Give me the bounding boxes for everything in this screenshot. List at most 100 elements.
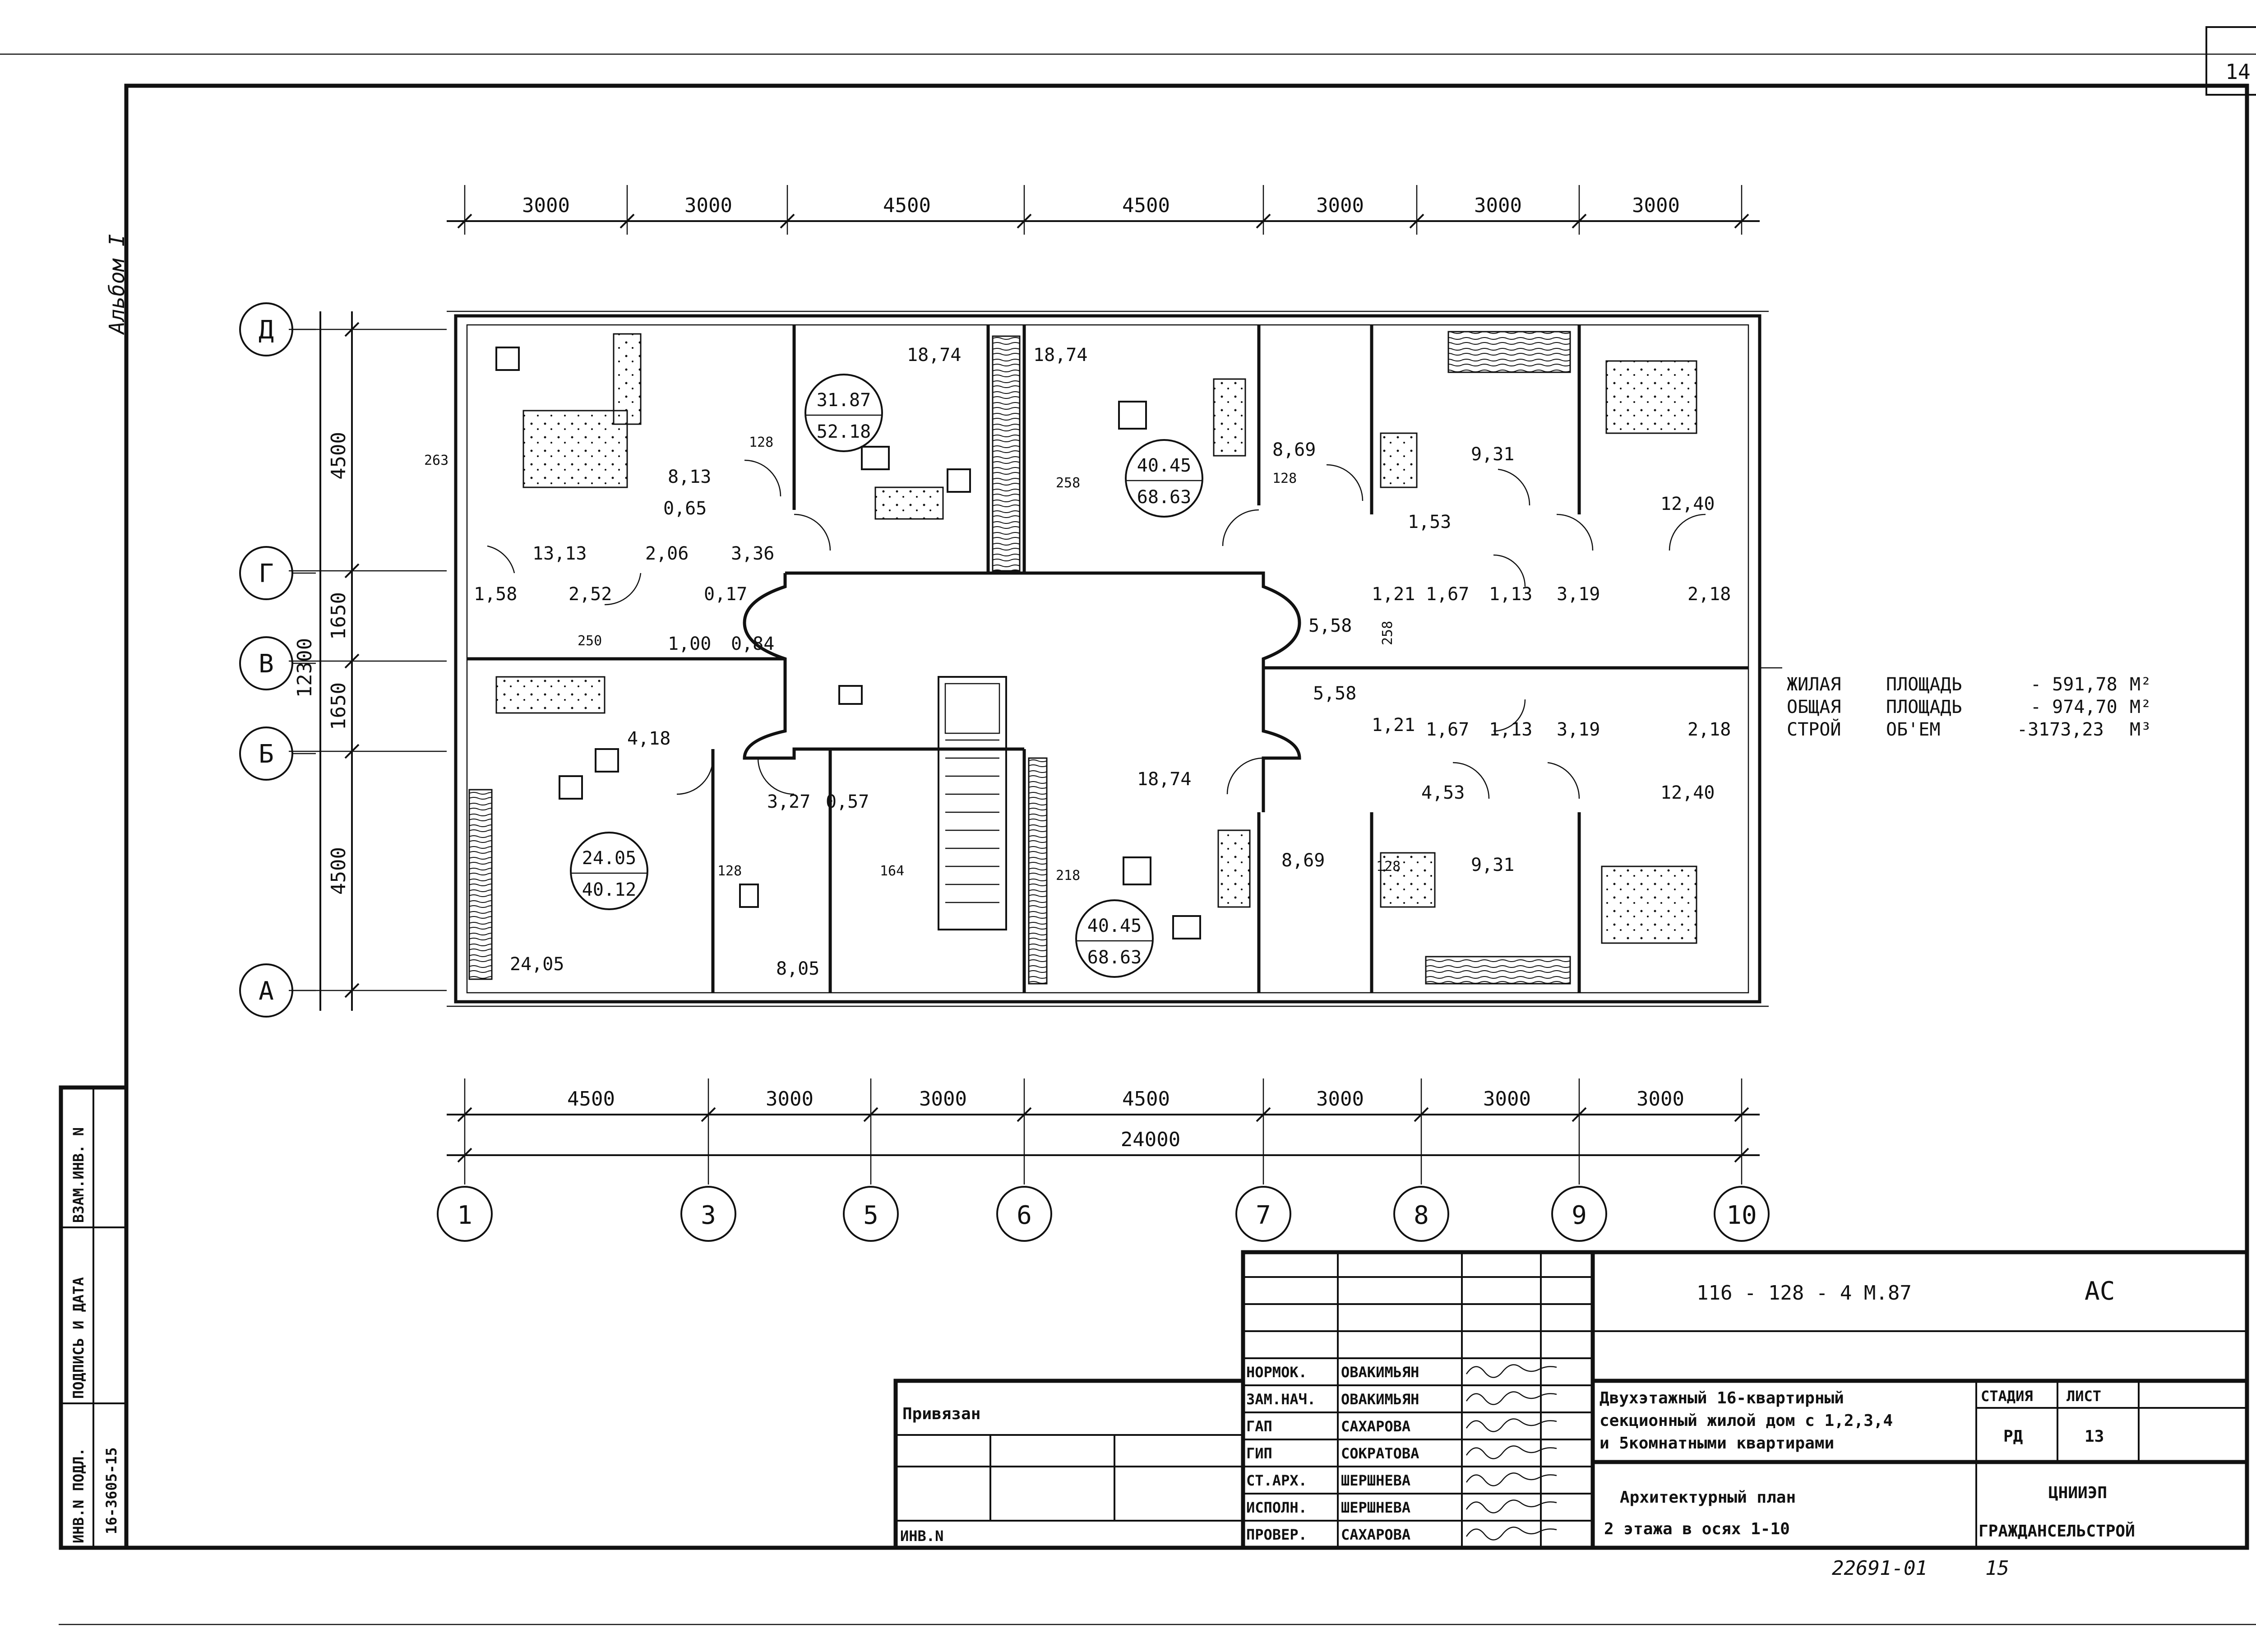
apartment-bubble: 40.45 68.63 — [1125, 439, 1203, 518]
signer-role: СТ.АРХ. — [1246, 1472, 1307, 1489]
room-area: 0,57 — [826, 791, 869, 812]
side-stamp: ИНВ.N ПОДЛ. ПОДПИСЬ И ДАТА ВЗАМ.ИНВ. N 1… — [59, 1085, 129, 1550]
apartment-total-area: 40.12 — [582, 879, 636, 900]
top-dim-3: 4500 — [883, 194, 931, 217]
side-stamp-inv-podl: ИНВ.N ПОДЛ. — [70, 1448, 87, 1543]
top-dim-7: 3000 — [1632, 194, 1680, 217]
sheet-frame — [0, 26, 2256, 1625]
apartment-living-area: 24.05 — [582, 848, 636, 869]
column-axis-bubble — [843, 1186, 899, 1242]
apartment-living-area: 31.87 — [817, 390, 871, 411]
signer-name: ШЕРШНЕВА — [1341, 1499, 1410, 1516]
room-area: 1,67 — [1426, 719, 1469, 740]
sheet-value: 13 — [2085, 1427, 2104, 1446]
room-area: 3,36 — [731, 543, 774, 564]
wall-thickness: 250 — [578, 633, 602, 649]
summary-unit: М³ — [2130, 719, 2151, 740]
left-dim-2: 1650 — [327, 592, 350, 640]
room-area: 2,18 — [1687, 584, 1731, 605]
signer-role: ПРОВЕР. — [1246, 1526, 1307, 1543]
room-area: 4,53 — [1421, 782, 1465, 803]
left-dim-4: 4500 — [327, 847, 350, 895]
dim-tick — [1572, 213, 1587, 229]
left-dim-3: 1650 — [327, 682, 350, 730]
column-axis-label: 10 — [1726, 1201, 1757, 1230]
dim-tick — [1256, 1107, 1271, 1122]
signature-scribble — [1465, 1445, 1557, 1459]
top-dim-1: 3000 — [522, 194, 570, 217]
top-dimension-labels: 3000 3000 4500 4500 3000 3000 3000 — [522, 194, 1680, 217]
left-dim-1: 4500 — [327, 432, 350, 480]
stair-landing — [944, 683, 1000, 734]
privyazan-label: Привязан — [902, 1405, 980, 1423]
room-area: 1,00 — [668, 634, 711, 654]
org-name-line-1: ЦНИИЭП — [2048, 1484, 2107, 1502]
room-area: 5,58 — [1313, 683, 1356, 704]
room-area: 5,58 — [1308, 615, 1352, 636]
bottom-dimension-labels: 4500 3000 3000 4500 3000 3000 3000 24000 — [567, 1087, 1684, 1151]
column-axis-bubble — [1551, 1186, 1607, 1242]
wall-thickness: 258 — [1380, 621, 1396, 645]
dim-tick — [457, 1148, 472, 1163]
room-area: 1,67 — [1426, 584, 1469, 605]
bottom-dim-2: 3000 — [766, 1087, 814, 1111]
dim-tick — [1017, 1107, 1032, 1122]
floor-plan — [447, 310, 1769, 1007]
top-dim-2: 3000 — [684, 194, 732, 217]
signature-scribble — [1465, 1499, 1557, 1513]
wall-thickness: 128 — [749, 435, 773, 450]
wall-thickness: 128 — [1272, 471, 1297, 486]
signer-role: ЗАМ.НАЧ. — [1246, 1391, 1316, 1408]
room-area-labels: 8,13 0,65 2,06 3,36 13,13 1,58 2,52 1,00… — [474, 345, 1731, 979]
column-axis-label: 1 — [457, 1201, 472, 1230]
column-axis-bubble — [680, 1186, 736, 1242]
row-axis-B: Б — [259, 740, 274, 769]
dim-tick — [457, 213, 472, 229]
bottom-dim-1: 4500 — [567, 1087, 615, 1111]
wall-thickness: 263 — [424, 453, 448, 468]
room-area: 1,13 — [1489, 719, 1532, 740]
drawing-code: 116 - 128 - 4 М.87 — [1697, 1282, 1912, 1305]
org-name-line-2: ГРАЖДАНСЕЛЬСТРОЙ — [1979, 1522, 2135, 1541]
side-stamp-code: 16-3605-15 — [103, 1447, 120, 1534]
row-axis-G: Г — [259, 559, 274, 588]
dim-tick — [780, 213, 795, 229]
signer-name: ШЕРШНЕВА — [1341, 1472, 1410, 1489]
signer-name: САХАРОВА — [1341, 1526, 1410, 1543]
room-area: 3,19 — [1557, 719, 1600, 740]
bottom-dim-4: 4500 — [1122, 1087, 1170, 1111]
project-title-line-3: и 5комнатными квартирами — [1600, 1434, 1834, 1453]
top-dimension-chain — [447, 185, 1760, 235]
column-axis-bubble — [1714, 1186, 1770, 1242]
room-area: 8,05 — [776, 958, 819, 979]
signer-role: ГИП — [1246, 1445, 1272, 1462]
left-dim-overall: 12300 — [293, 638, 316, 698]
summary-unit: М² — [2130, 697, 2151, 717]
wall-thickness: 128 — [1376, 859, 1401, 875]
column-axis-label: 7 — [1256, 1201, 1271, 1230]
wall-thickness: 258 — [1056, 475, 1080, 491]
bottom-page: 15 — [1985, 1557, 2009, 1580]
column-axis-bubble — [1393, 1186, 1449, 1242]
column-axis-label: 8 — [1414, 1201, 1429, 1230]
sheet-number: 14 — [2225, 60, 2250, 84]
apartment-total-area: 52.18 — [817, 421, 871, 442]
dim-tick — [1409, 213, 1424, 229]
inv-n-label: ИНВ.N — [900, 1527, 943, 1545]
dim-tick — [1734, 213, 1749, 229]
top-dim-6: 3000 — [1474, 194, 1522, 217]
wall-thickness: 164 — [880, 863, 904, 879]
area-summary: ЖИЛАЯ ПЛОЩАДЬ - 591,78 М² ОБЩАЯ ПЛОЩАДЬ … — [1760, 667, 2151, 740]
room-area: 1,21 — [1372, 584, 1415, 605]
room-area: 0,65 — [663, 498, 707, 519]
sheet-title-line-1: Архитектурный план — [1620, 1488, 1796, 1507]
signer-name: ОВАКИМЬЯН — [1341, 1391, 1419, 1408]
project-title-line-2: секционный жилой дом с 1,2,3,4 — [1600, 1411, 1893, 1430]
apartment-living-area: 40.45 — [1137, 455, 1191, 476]
album-label: Альбом I — [105, 234, 129, 335]
room-area: 24,05 — [510, 954, 564, 975]
room-area: 9,31 — [1471, 444, 1514, 465]
summary-value: - 591,78 — [2030, 674, 2117, 695]
room-area: 18,74 — [907, 345, 961, 366]
